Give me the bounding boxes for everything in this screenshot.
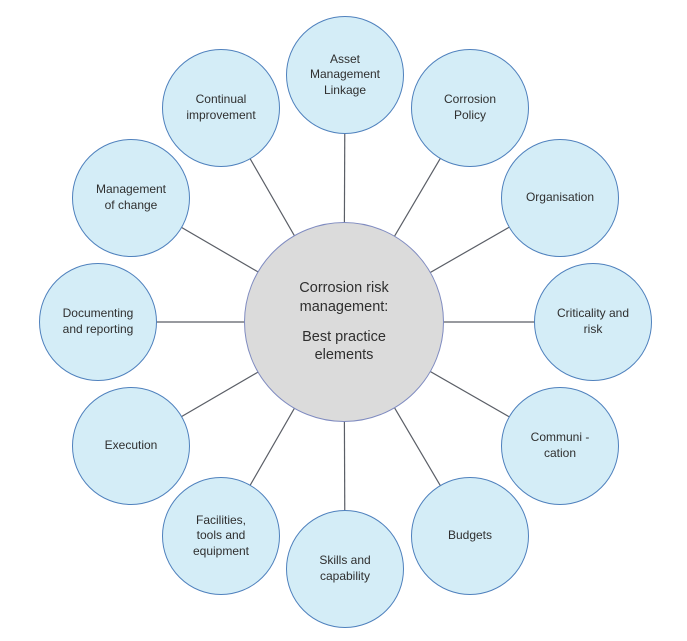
center-subtitle: Best practice elements — [302, 328, 386, 364]
node-communication: Communi - cation — [501, 387, 619, 505]
node-management-of-change: Management of change — [72, 139, 190, 257]
node-budgets: Budgets — [411, 477, 529, 595]
node-label: Organisation — [525, 190, 595, 205]
node-label: Documenting and reporting — [62, 306, 134, 336]
node-label: Facilities, tools and equipment — [192, 512, 250, 558]
node-continual-improvement: Continual improvement — [162, 49, 280, 167]
node-criticality-and-risk: Criticality and risk — [534, 263, 652, 381]
node-label: Budgets — [447, 528, 493, 543]
node-label: Asset Management Linkage — [309, 51, 381, 97]
node-documenting-and-reporting: Documenting and reporting — [39, 263, 157, 381]
node-organisation: Organisation — [501, 139, 619, 257]
node-label: Execution — [104, 438, 158, 453]
node-label: Continual improvement — [186, 92, 256, 122]
node-label: Criticality and risk — [556, 306, 630, 336]
node-execution: Execution — [72, 387, 190, 505]
node-facilities-tools-equipment: Facilities, tools and equipment — [162, 477, 280, 595]
node-asset-management-linkage: Asset Management Linkage — [286, 16, 404, 134]
node-label: Skills and capability — [319, 553, 371, 583]
node-corrosion-policy: Corrosion Policy — [411, 49, 529, 167]
node-label: Management of change — [95, 182, 167, 212]
center-node: Corrosion risk management: Best practice… — [244, 222, 444, 422]
center-title: Corrosion risk management: — [299, 279, 389, 315]
node-label: Communi - cation — [530, 430, 590, 460]
node-label: Corrosion Policy — [443, 92, 497, 122]
node-skills-and-capability: Skills and capability — [286, 510, 404, 628]
